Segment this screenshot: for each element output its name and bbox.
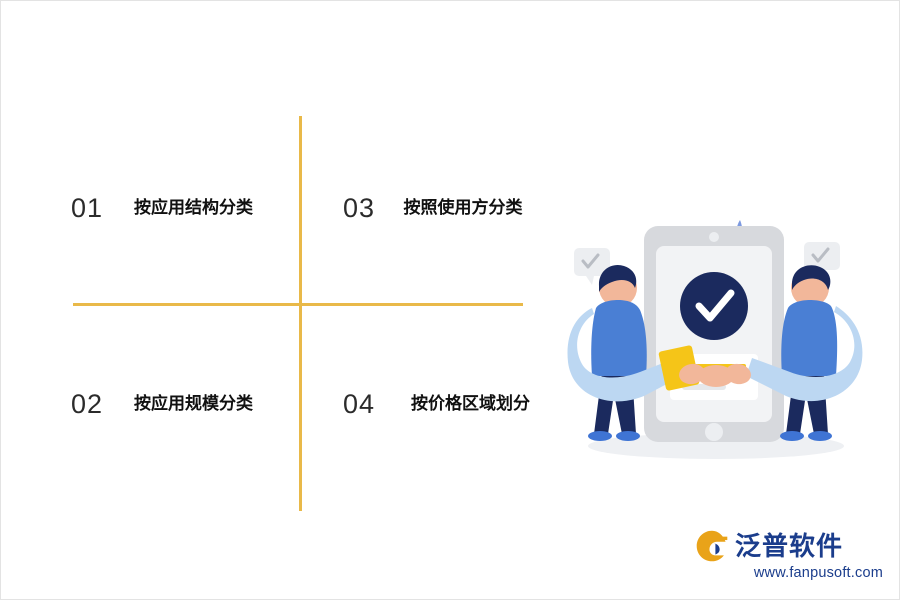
quadrant-label: 按照使用方分类	[403, 197, 523, 217]
quadrant-label: 按应用结构分类	[134, 197, 254, 217]
quadrant-item-02: 02 按应用规模分类	[71, 359, 286, 449]
quadrant-number: 01	[71, 192, 104, 223]
illustration	[566, 196, 866, 466]
logo: 泛普软件 www.fanpusoft.com	[695, 529, 885, 587]
logo-row: 泛普软件	[695, 529, 843, 563]
vertical-divider	[299, 116, 302, 511]
quadrant-number: 04	[343, 388, 376, 419]
person-right	[725, 265, 863, 441]
quadrant-item-01: 01 按应用结构分类	[71, 163, 286, 253]
quadrant-diagram: 01 按应用结构分类 02 按应用规模分类 03 按照使用方分类 04 按价格区…	[61, 111, 561, 511]
quadrant-number: 02	[71, 388, 104, 419]
logo-url: www.fanpusoft.com	[753, 565, 883, 581]
horizontal-divider	[73, 303, 523, 306]
quadrant-label: 按应用规模分类	[134, 393, 254, 413]
quadrant-item-03: 03 按照使用方分类	[343, 163, 563, 253]
check-bubble-left	[574, 248, 610, 285]
logo-name: 泛普软件	[735, 531, 844, 561]
quadrant-item-04: 04 按价格区域划分	[343, 359, 568, 449]
quadrant-label: 按价格区域划分	[411, 393, 531, 413]
person-left	[567, 264, 705, 441]
quadrant-number: 03	[343, 192, 376, 223]
phone-device	[644, 226, 784, 442]
logo-mark-icon	[696, 530, 728, 562]
